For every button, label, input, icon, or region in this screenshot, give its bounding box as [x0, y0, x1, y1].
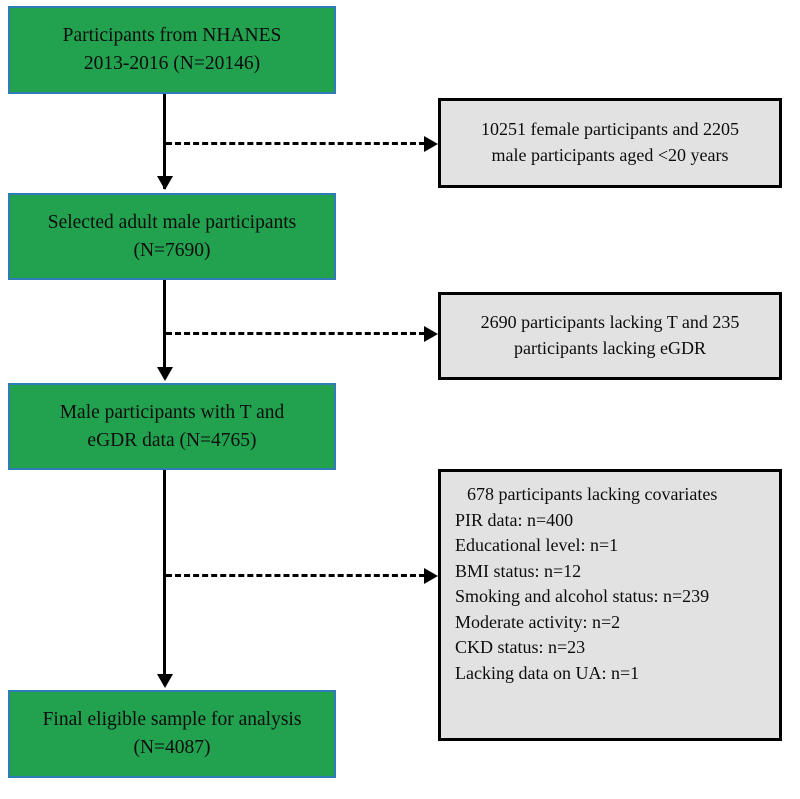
connector-source-to-adult-male	[163, 94, 166, 189]
covariate-item-ckd: CKD status: n=23	[455, 637, 586, 658]
node-final-line1: Final eligible sample for analysis	[42, 709, 302, 731]
node-adult-male: Selected adult male participants (N=7690…	[8, 193, 336, 280]
covariate-item-smoking-alcohol: Smoking and alcohol status: n=239	[455, 586, 710, 607]
note-excl-t-egdr-line1: 2690 participants lacking T and 235	[480, 312, 740, 333]
note-excl-t-egdr-line2: participants lacking eGDR	[514, 338, 706, 358]
covariate-item-education: Educational level: n=1	[455, 535, 619, 556]
node-adult-male-line2: (N=7690)	[133, 239, 211, 261]
connector-t-egdr-to-final	[163, 470, 166, 685]
note-excl-age-sex: 10251 female participants and 2205 male …	[438, 98, 782, 188]
node-t-egdr-line1: Male participants with T and	[59, 401, 285, 423]
connector-adult-male-to-t-egdr	[163, 280, 166, 378]
covariate-item-bmi: BMI status: n=12	[455, 560, 582, 581]
covariate-item-ua: Lacking data on UA: n=1	[455, 662, 640, 683]
branch-line-exclusion-2	[166, 332, 425, 335]
node-source-line1: Participants from NHANES	[62, 25, 282, 47]
arrowhead-t-egdr	[157, 367, 173, 381]
branch-line-exclusion-3	[166, 574, 425, 577]
note-excl-age-sex-line2: male participants aged <20 years	[491, 145, 729, 165]
node-source: Participants from NHANES 2013-2016 (N=20…	[8, 6, 336, 94]
note-excl-age-sex-line1: 10251 female participants and 2205	[481, 119, 739, 140]
arrowhead-final	[157, 674, 173, 688]
node-t-egdr: Male participants with T and eGDR data (…	[8, 383, 336, 470]
arrowhead-exclusion-2	[424, 326, 438, 342]
node-source-line2: 2013-2016 (N=20146)	[83, 53, 261, 74]
node-t-egdr-line2: eGDR data (N=4765)	[87, 429, 257, 451]
arrowhead-exclusion-3	[424, 568, 438, 584]
arrowhead-adult-male	[157, 176, 173, 190]
node-final-line2: (N=4087)	[133, 737, 211, 758]
node-adult-male-line1: Selected adult male participants	[47, 211, 297, 233]
note-excl-t-egdr: 2690 participants lacking T and 235 part…	[438, 292, 782, 380]
covariate-item-pir: PIR data: n=400	[455, 509, 574, 530]
node-final: Final eligible sample for analysis (N=40…	[8, 690, 336, 778]
branch-line-exclusion-1	[166, 142, 425, 145]
note-excl-covariates-heading: 678 participants lacking covariates	[467, 484, 718, 504]
note-excl-covariates: 678 participants lacking covariates PIR …	[438, 469, 782, 741]
arrowhead-exclusion-1	[424, 136, 438, 152]
covariate-item-moderate-activity: Moderate activity: n=2	[455, 611, 621, 632]
